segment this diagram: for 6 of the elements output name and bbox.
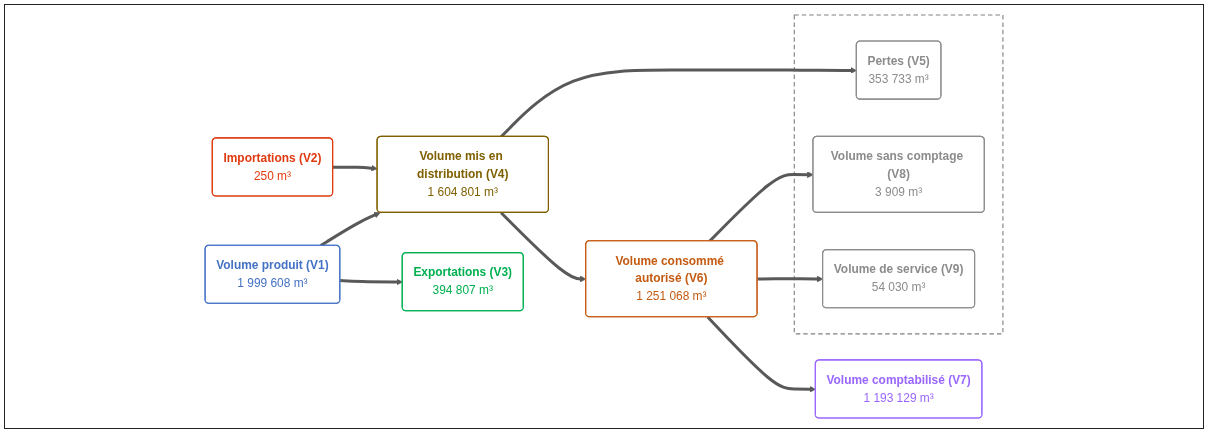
arrow xyxy=(500,67,857,138)
arrow xyxy=(333,164,378,172)
arrow xyxy=(706,316,816,393)
arrow xyxy=(340,278,403,286)
cluster xyxy=(793,14,1004,335)
arrow xyxy=(319,212,381,247)
